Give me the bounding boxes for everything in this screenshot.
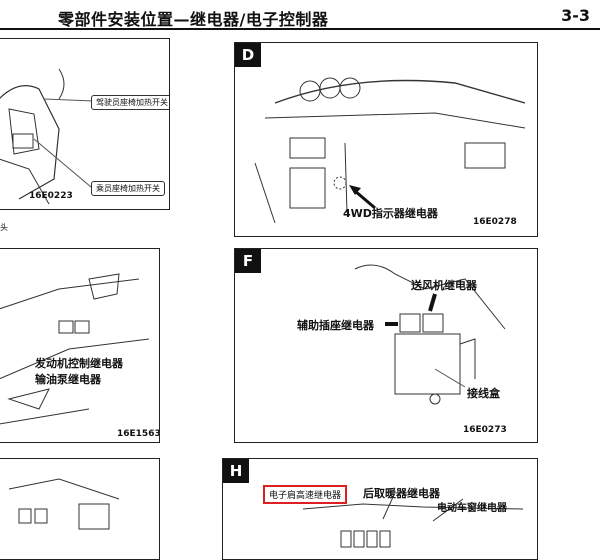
panel-seat-heater: 驾驶员座椅加热开关 乘员座椅加热开关 16E0223	[0, 38, 170, 210]
label-power-window-relay: 电动车窗继电器	[437, 503, 507, 514]
panel-h: H 电子肩高速继电器 后取暖器继电器 电动车窗继电器	[222, 458, 538, 560]
page-header: 零部件安装位置—继电器/电子控制器 3-3	[0, 0, 600, 30]
figure-code: 16E0278	[473, 217, 517, 227]
panel-letter: H	[223, 459, 249, 483]
junction-box-illustration	[354, 264, 506, 405]
panel-letter: D	[235, 43, 261, 67]
dashboard-illustration	[254, 77, 526, 224]
label-aux-socket-relay: 辅助插座继电器	[297, 319, 374, 332]
panel-d: D 4WD指示器继电器 16E0278	[234, 42, 538, 237]
label-ecu-relay-highlight: 电子肩高速继电器	[263, 485, 348, 504]
bottom-left-illustration	[8, 478, 120, 530]
label-4wd-relay: 4WD指示器继电器	[343, 207, 438, 220]
panel-bottom-left	[0, 458, 160, 560]
label-rear-heater-relay: 后取暖器继电器	[363, 487, 440, 500]
figure-code: 16E1563	[117, 429, 160, 439]
label-engine-control-relay: 发动机控制继电器	[35, 357, 123, 370]
header-rule	[0, 28, 600, 30]
engine-relay-illustration	[0, 273, 150, 425]
relay-block-illustration	[302, 496, 524, 548]
callout-driver-seat-heater: 驾驶员座椅加热开关	[91, 95, 169, 110]
label-fuel-pump-relay: 输油泵继电器	[35, 373, 101, 386]
page-number: 3-3	[561, 6, 590, 25]
panel-letter: F	[235, 249, 261, 273]
page-title: 零部件安装位置—继电器/电子控制器	[58, 10, 329, 29]
figure-code: 16E0223	[29, 191, 73, 201]
panel-engine-relays: 发动机控制继电器 输油泵继电器 16E1563	[0, 248, 160, 443]
figure-code: 16E0273	[463, 425, 507, 435]
label-blower-relay: 送风机继电器	[411, 279, 477, 292]
cut-label: 头	[0, 223, 8, 232]
callout-passenger-seat-heater: 乘员座椅加热开关	[91, 181, 165, 196]
label-junction-box: 接线盒	[467, 387, 500, 400]
panel-f: F 送风机继电器 辅助插座继电器 接线盒 16E0273	[234, 248, 538, 443]
seat-heater-illustration	[0, 68, 95, 205]
